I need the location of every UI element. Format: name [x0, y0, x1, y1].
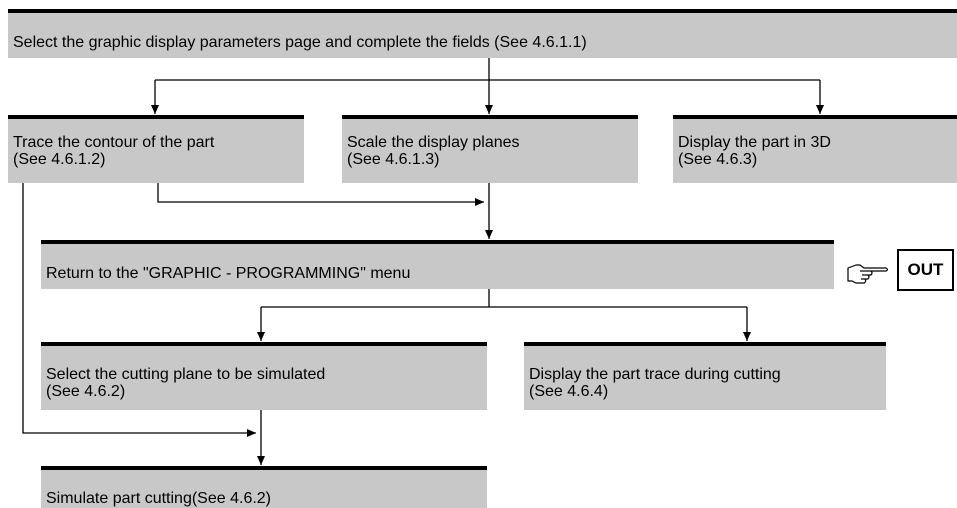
step-trace-contour-ref: (See 4.6.1.2) — [13, 151, 106, 168]
step-select-cutting-plane-ref: (See 4.6.2) — [46, 383, 126, 400]
step-display-trace: Display the part trace during cutting (S… — [524, 342, 886, 410]
out-key-label: OUT — [907, 260, 944, 279]
step-simulate-cutting: Simulate part cutting(See 4.6.2) — [41, 466, 487, 508]
step-scale-planes-ref: (See 4.6.1.3) — [347, 151, 440, 168]
step-display-3d-text: Display the part in 3D — [678, 134, 831, 151]
step-scale-planes-text: Scale the display planes — [347, 134, 520, 151]
step-display-3d: Display the part in 3D (See 4.6.3) — [673, 115, 957, 183]
step-return-menu-text: Return to the "GRAPHIC - PROGRAMMING" me… — [46, 265, 411, 282]
step-trace-contour-text: Trace the contour of the part — [13, 134, 215, 151]
step-display-3d-ref: (See 4.6.3) — [678, 151, 758, 168]
step-select-params: Select the graphic display parameters pa… — [8, 9, 957, 58]
step-display-trace-ref: (See 4.6.4) — [529, 383, 609, 400]
step-display-trace-text: Display the part trace during cutting — [529, 366, 781, 383]
step-trace-contour: Trace the contour of the part (See 4.6.1… — [8, 115, 304, 183]
step-simulate-cutting-text: Simulate part cutting(See 4.6.2) — [46, 490, 272, 507]
arrow-trace-bypass — [22, 183, 256, 437]
step-scale-planes: Scale the display planes (See 4.6.1.3) — [342, 115, 638, 183]
pointing-hand-icon — [847, 264, 889, 284]
out-key-button[interactable]: OUT — [897, 249, 954, 291]
arrow-trace-to-join — [157, 183, 484, 206]
step-select-cutting-plane: Select the cutting plane to be simulated… — [41, 342, 487, 410]
step-select-cutting-plane-text: Select the cutting plane to be simulated — [46, 366, 326, 383]
step-return-menu: Return to the "GRAPHIC - PROGRAMMING" me… — [41, 240, 834, 289]
step-select-params-text: Select the graphic display parameters pa… — [13, 34, 587, 51]
